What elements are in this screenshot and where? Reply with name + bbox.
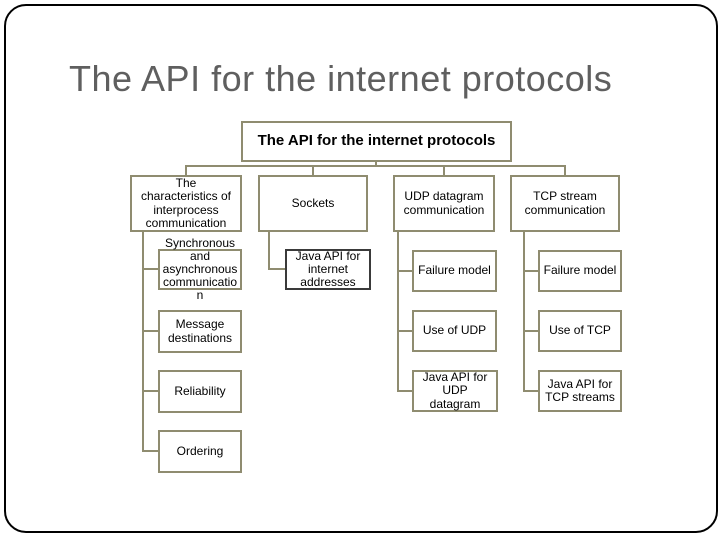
connector-drop-col1 [185,165,187,175]
connector-col3-stub-1 [397,270,412,272]
connector-drop-col2 [312,165,314,175]
connector-col4-spine [523,232,525,392]
node-failure-model-udp: Failure model [412,250,497,292]
connector-col4-stub-3 [523,390,538,392]
node-use-of-udp: Use of UDP [412,310,497,352]
node-synchronous-and-asynchronous-communication: Synchronous and asynchronous communicati… [158,236,242,302]
slide-title: The API for the internet protocols [69,58,613,99]
node-label: Java API for UDP datagram [422,370,488,411]
connector-col1-stub-3 [142,390,158,392]
connector-col2-stub-1 [268,268,285,270]
node-label: Synchronous and asynchronous communicati… [162,235,238,303]
node-java-api-for-udp-datagram: Java API for UDP datagram [412,370,498,412]
node-label: Java API for TCP streams [545,376,615,404]
connector-col3-stub-3 [397,390,412,392]
node-use-of-tcp: Use of TCP [538,310,622,352]
connector-col3-stub-2 [397,330,412,332]
node-tcp-stream-communication: TCP stream communication [510,175,620,232]
connector-main-horizontal [185,165,566,167]
connector-drop-col4 [564,165,566,175]
node-label: TCP stream communication [524,189,606,217]
node-label: Reliability [174,383,226,398]
connector-drop-col3 [443,165,445,175]
connector-col1-stub-1 [142,268,158,270]
connector-col4-stub-2 [523,330,538,332]
node-label: Failure model [543,263,617,278]
root-node: The API for the internet protocols [241,121,512,162]
connector-col1-stub-4 [142,450,158,452]
node-ordering: Ordering [158,430,242,473]
connector-col3-spine [397,232,399,392]
node-label: UDP datagram communication [403,189,485,217]
node-characteristics-of-interprocess-communication: The characteristics of interprocess comm… [130,175,242,232]
node-sockets: Sockets [258,175,368,232]
node-reliability: Reliability [158,370,242,413]
connector-col4-stub-1 [523,270,538,272]
connector-col1-stub-2 [142,330,158,332]
node-java-api-for-tcp-streams: Java API for TCP streams [538,370,622,412]
node-label: Use of UDP [422,323,487,338]
node-failure-model-tcp: Failure model [538,250,622,292]
connector-root-stub [375,161,377,166]
node-message-destinations: Message destinations [158,310,242,353]
node-label: Ordering [176,443,224,458]
node-label: Sockets [291,195,335,210]
node-label: The characteristics of interprocess comm… [140,176,232,230]
node-udp-datagram-communication: UDP datagram communication [393,175,495,232]
node-java-api-for-internet-addresses: Java API for internet addresses [285,249,371,290]
root-node-label: The API for the internet protocols [257,132,496,150]
connector-col1-spine [142,232,144,452]
node-label: Failure model [418,263,491,278]
node-label: Use of TCP [549,323,611,338]
node-label: Java API for internet addresses [295,248,361,290]
connector-col2-spine [268,232,270,270]
node-label: Message destinations [167,317,233,345]
